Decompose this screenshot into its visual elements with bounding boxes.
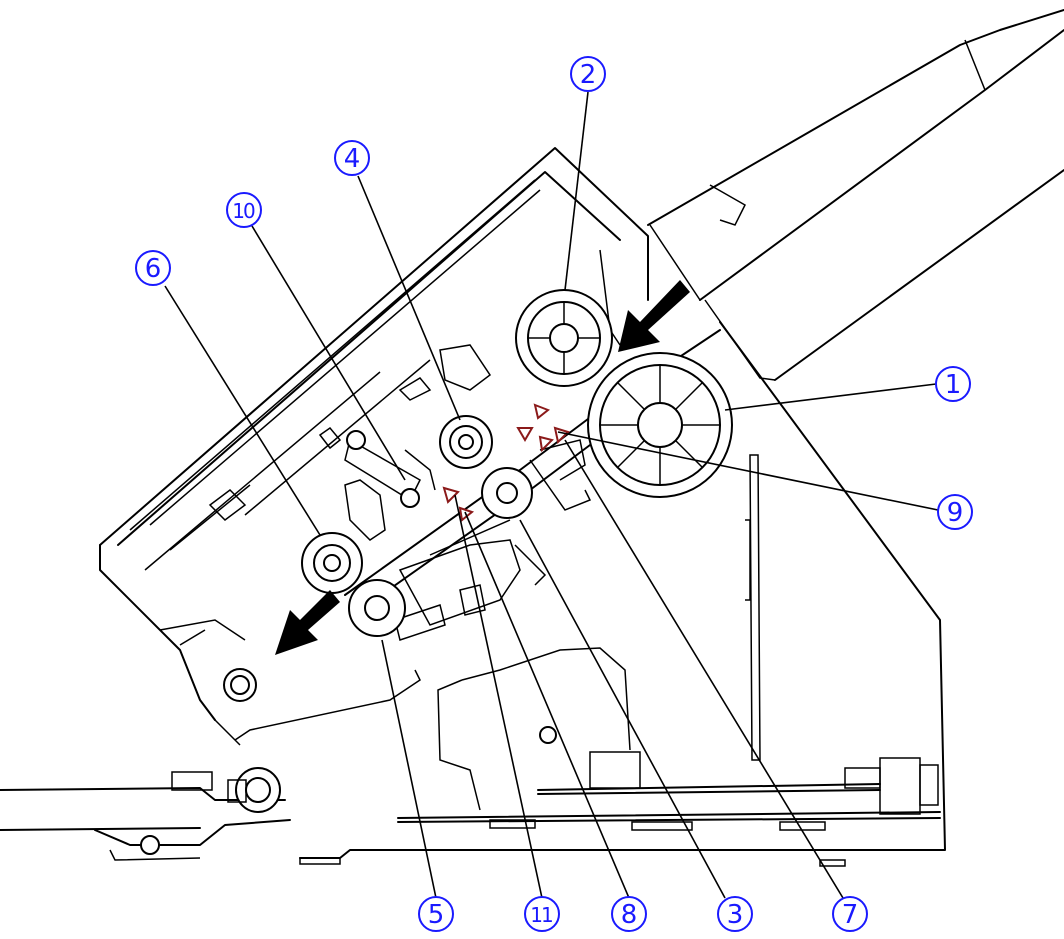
callout-9: 9 — [937, 494, 973, 530]
leader-10 — [251, 225, 406, 481]
roller-3-feed-roller — [481, 467, 533, 519]
output-flow-arrow — [275, 590, 340, 655]
roller-5-eject-roller — [348, 579, 406, 637]
callout-1-label: 1 — [945, 370, 962, 400]
callout-7-label: 7 — [842, 900, 859, 930]
output-tray — [0, 767, 291, 861]
callout-9-label: 9 — [947, 498, 964, 528]
roller-1-pick-roller — [587, 352, 733, 498]
callout-6: 6 — [135, 250, 171, 286]
mechanism-details — [208, 344, 592, 641]
roller-6-eject-roller — [301, 532, 363, 594]
callout-10-label: 10 — [232, 199, 255, 223]
callout-4: 4 — [334, 140, 370, 176]
callout-5: 5 — [418, 896, 454, 932]
sensors — [442, 403, 570, 522]
leader-11 — [454, 494, 543, 899]
scanner-housing — [99, 147, 946, 859]
leader-6 — [164, 285, 321, 536]
leader-3 — [519, 519, 726, 899]
callout-1: 1 — [935, 366, 971, 402]
callout-3-label: 3 — [727, 900, 744, 930]
callout-8: 8 — [611, 896, 647, 932]
callout-3: 3 — [717, 896, 753, 932]
roller-2-pad-roller — [515, 289, 613, 387]
leader-4 — [357, 175, 461, 421]
leader-5 — [381, 639, 437, 899]
paper-flow-arrows — [275, 280, 690, 655]
callout-2-label: 2 — [580, 60, 597, 90]
callout-8-label: 8 — [621, 900, 638, 930]
callout-7: 7 — [832, 896, 868, 932]
leader-2 — [564, 91, 589, 291]
callout-6-label: 6 — [145, 254, 162, 284]
callout-4-label: 4 — [344, 144, 361, 174]
leader-7 — [564, 439, 844, 899]
leader-lines — [164, 91, 939, 899]
leader-1 — [724, 383, 937, 411]
callout-10: 10 — [226, 192, 262, 228]
input-flow-arrow — [618, 280, 690, 352]
callout-11: 11 — [524, 896, 560, 932]
paper-input-tray — [647, 9, 1064, 381]
callout-11-label: 11 — [530, 903, 552, 927]
callout-5-label: 5 — [428, 900, 445, 930]
roller-4-feed-roller — [439, 415, 493, 469]
circuit-boards — [299, 454, 941, 867]
callout-2: 2 — [570, 56, 606, 92]
leader-9 — [557, 431, 939, 511]
output-pivot — [223, 668, 257, 702]
leader-8 — [464, 511, 630, 899]
callouts: 1 2 3 4 5 6 7 8 — [135, 56, 973, 932]
